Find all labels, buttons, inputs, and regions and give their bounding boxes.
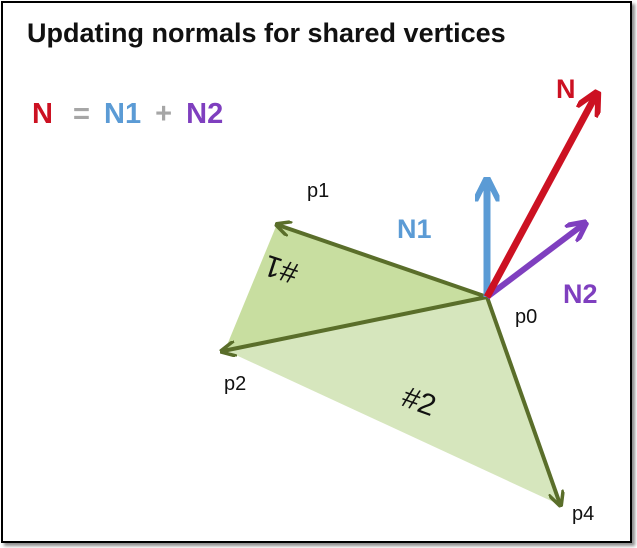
label-p1: p1 <box>307 180 329 202</box>
triangle-2 <box>225 297 560 505</box>
label-normal-n2: N2 <box>563 279 598 309</box>
label-p2: p2 <box>224 373 246 395</box>
equation-n1: N1 <box>104 98 142 130</box>
triangle-1 <box>225 224 487 350</box>
diagram-title: Updating normals for shared vertices <box>27 18 506 48</box>
equation-plus: + <box>155 98 173 130</box>
label-normal-n1: N1 <box>397 214 432 244</box>
normal-n2-arrow <box>485 224 584 300</box>
label-normal-n: N <box>556 74 576 104</box>
normal-n-arrow <box>483 95 596 299</box>
label-p4: p4 <box>572 503 594 525</box>
equation-n2: N2 <box>186 98 224 130</box>
label-p0: p0 <box>515 306 537 328</box>
edge-p0-p4 <box>485 296 560 504</box>
normal-sum-equation: N = N1 + N2 <box>32 98 223 131</box>
equation-equals: = <box>73 98 90 130</box>
edge-p0-p2 <box>223 295 488 351</box>
equation-n: N <box>32 98 53 130</box>
edge-p0-p1 <box>278 225 488 299</box>
